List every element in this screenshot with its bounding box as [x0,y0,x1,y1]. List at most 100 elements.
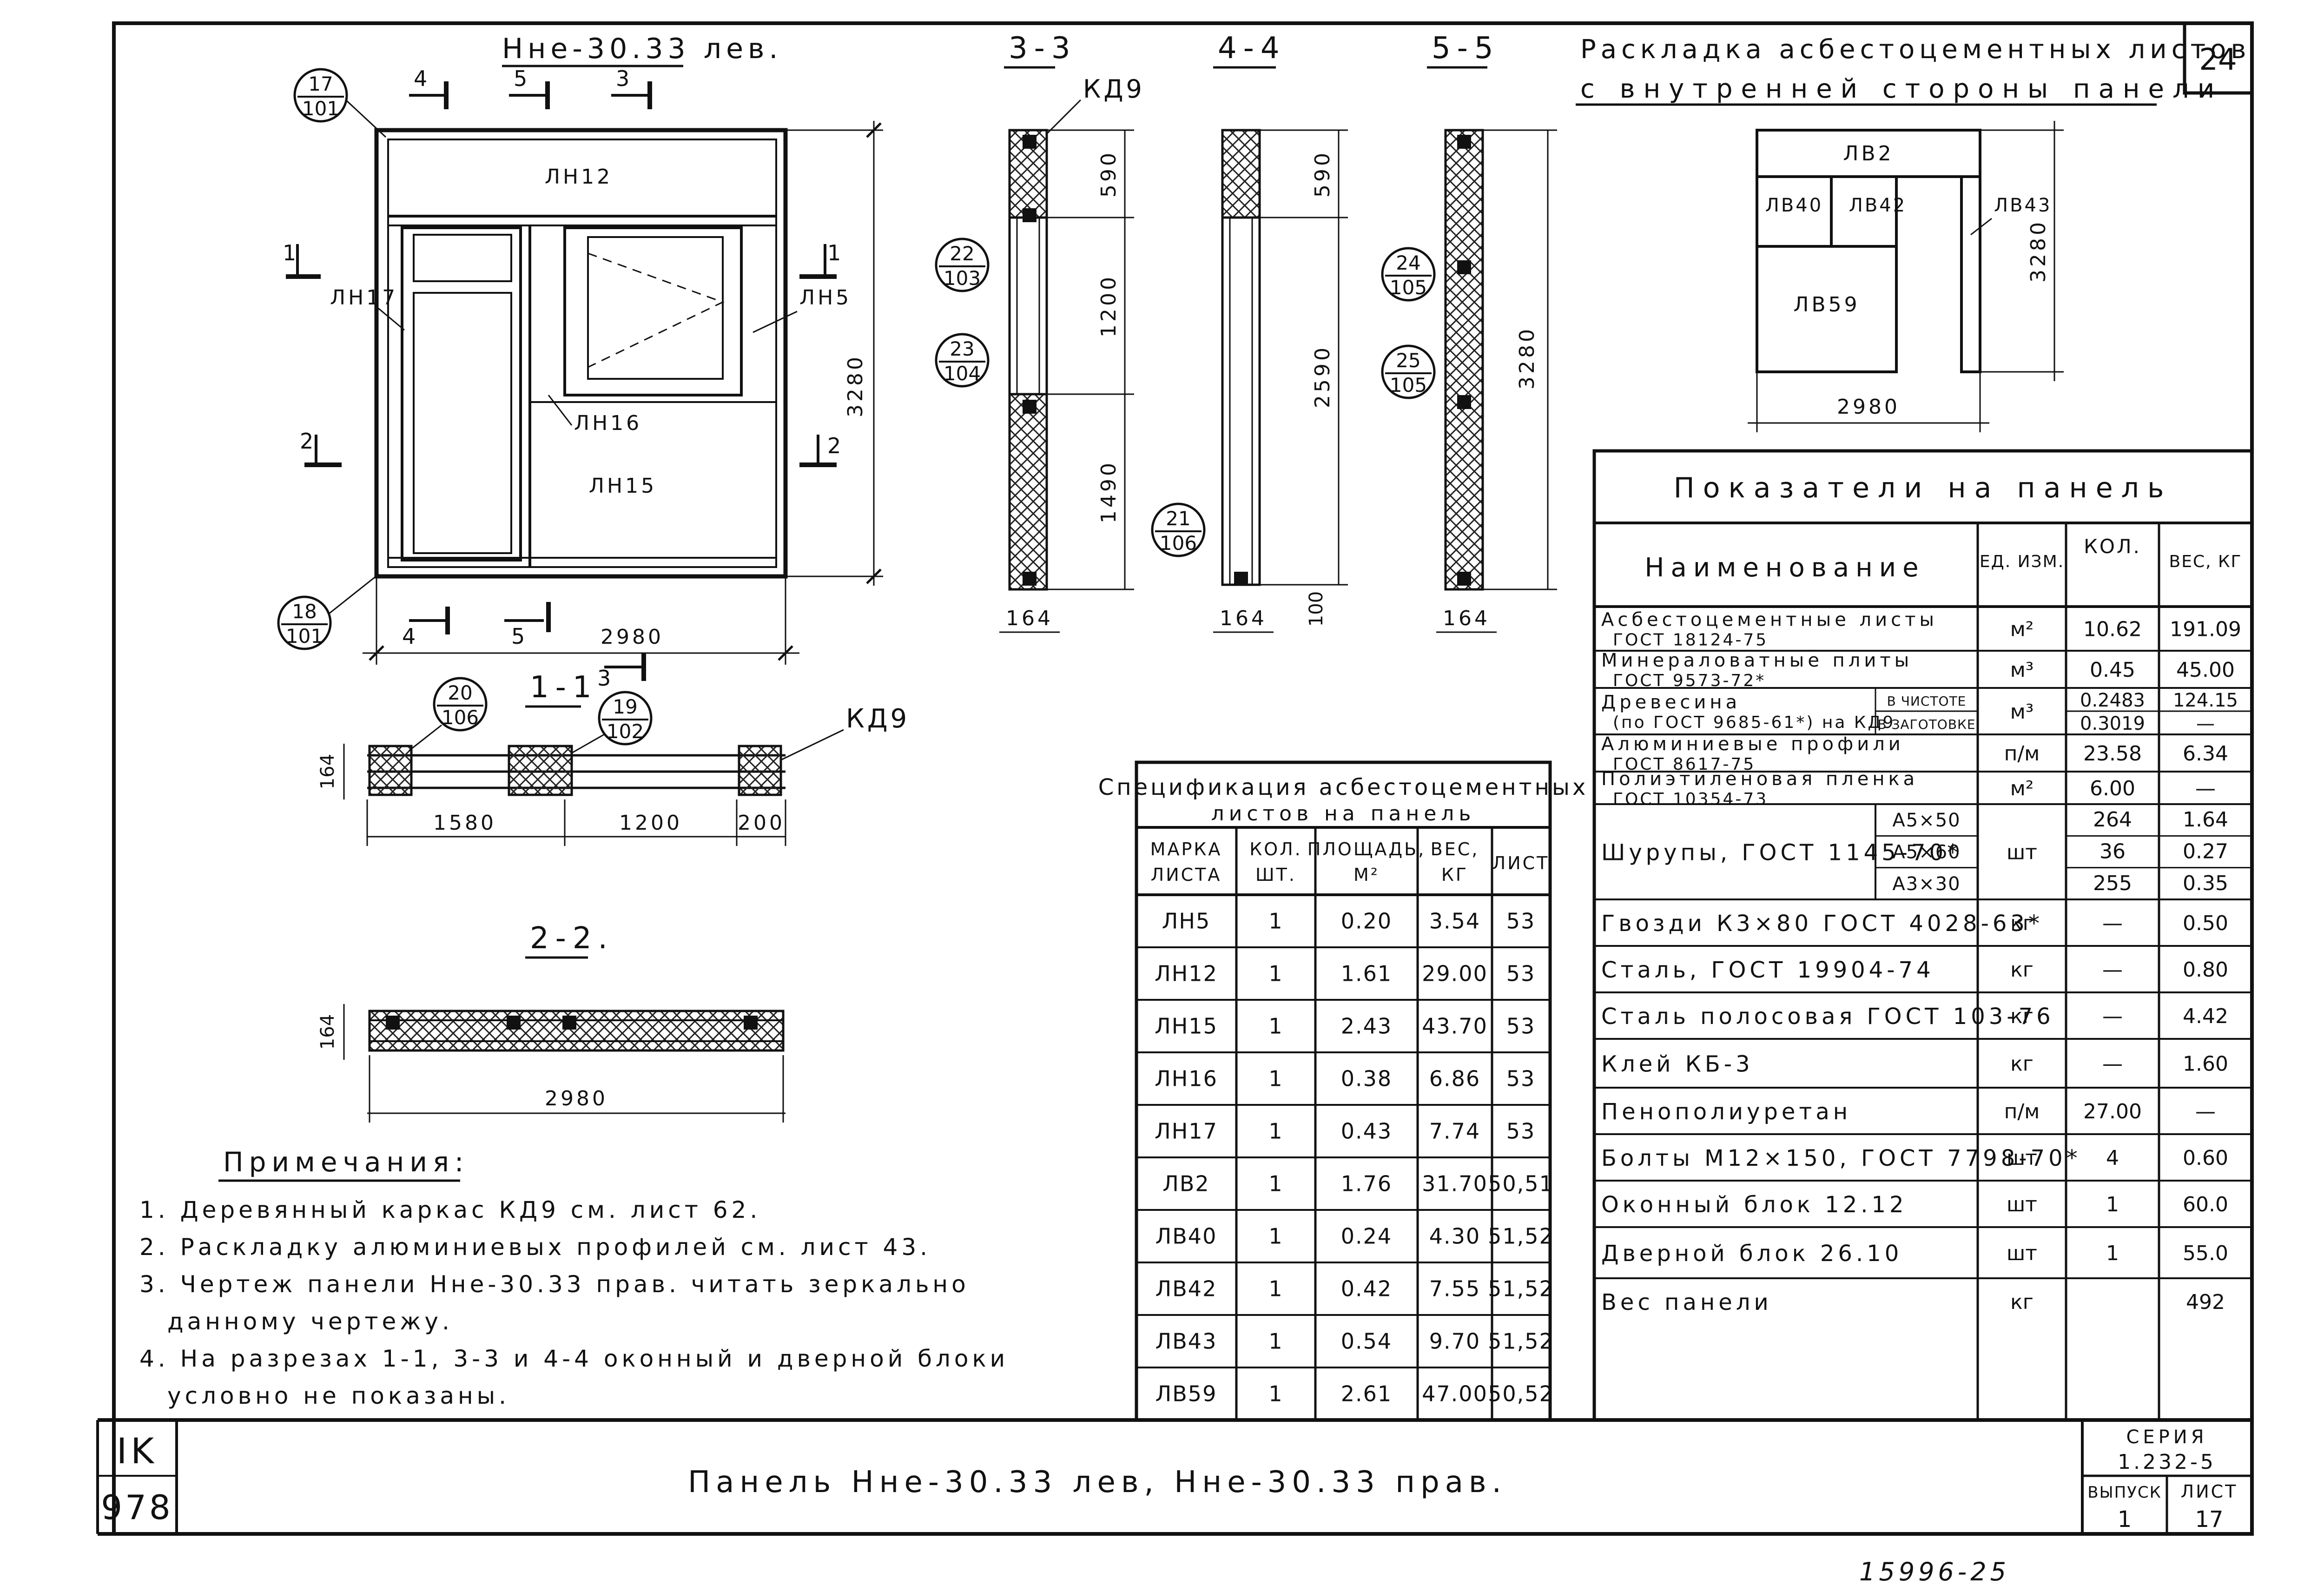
stamp-bottom: 978 [101,1488,173,1527]
ind-qty: — [2102,958,2123,982]
callout-17-101: 17 101 [293,68,387,138]
svg-text:103: 103 [944,267,981,290]
ind-sub-qty: 36 [2100,840,2126,864]
ind-weight: 492 [2186,1290,2225,1314]
ind-qty: 27.00 [2083,1100,2142,1123]
ind-name: Полиэтиленовая пленка [1601,768,1918,790]
spec-cell: 53 [1506,909,1536,934]
ind-sub-weight: 1.64 [2183,808,2228,832]
ind-sub-size: А5×50 [1892,810,1961,831]
ind-qty: 0.2483 [2080,690,2145,711]
svg-text:2: 2 [827,433,841,458]
spec-cell: 6.86 [1429,1066,1480,1091]
section-4-4-title: 4-4 [1218,31,1286,66]
svg-text:21: 21 [1166,507,1190,530]
ind-qty: — [2102,1004,2123,1028]
svg-text:101: 101 [286,625,323,647]
ind-name: Асбестоцементные листы [1601,609,1938,631]
spec-cell: 9.70 [1429,1329,1480,1354]
spec-cell: 0.38 [1341,1066,1392,1091]
svg-text:3280: 3280 [844,354,867,417]
svg-text:590: 590 [1097,150,1121,198]
ind-name: Древесина [1601,692,1741,713]
svg-text:1200: 1200 [1097,274,1121,337]
spec-cell: 53 [1506,1066,1536,1091]
spec-cell: 1 [1268,1014,1283,1039]
spec-cell: 3.54 [1429,909,1480,934]
spec-cell: 1.76 [1341,1171,1392,1196]
ind-name: Пенополиуретан [1601,1099,1851,1125]
svg-text:ЛИСТ: ЛИСТ [1492,853,1550,873]
ind-unit: шт [2007,1193,2037,1216]
spec-cell: 51,52 [1488,1276,1554,1301]
section-2-2-title: 2-2. [530,921,614,956]
ind-sub-size: А5×60 [1892,842,1961,863]
spec-cell: 4.30 [1429,1224,1480,1249]
ind-qty: 10.62 [2083,618,2142,641]
section-marks: 4 5 3 1 1 2 2 4 5 [283,66,841,649]
svg-text:1490: 1490 [1097,460,1121,523]
ind-header-unit: ЕД. ИЗМ. [1980,552,2064,571]
svg-text:3280: 3280 [1515,326,1539,390]
ind-unit: кг [2010,1004,2034,1028]
svg-text:24: 24 [1396,251,1420,274]
indicators-table: Показатели на панель Наименование ЕД. ИЗ… [1592,449,2254,1422]
spec-cell: 0.54 [1341,1329,1392,1354]
spec-cell: 1 [1268,1171,1283,1196]
ind-sub-label: В ЧИСТОТЕ [1887,694,1967,709]
section-3-3: 3-3 КД9 590 1200 1490 164 22 103 2 [935,31,1142,633]
ind-weight: 55.0 [2183,1242,2228,1265]
note-2: 2. Раскладку алюминиевых профилей см. ли… [139,1234,931,1261]
svg-text:164: 164 [317,1014,338,1050]
spec-cell: ЛН16 [1155,1066,1218,1091]
ind-qty: 1 [2106,1193,2119,1216]
spec-cell: 0.24 [1341,1224,1392,1249]
spec-cell: 1 [1268,1329,1283,1354]
ind-weight: 0.50 [2183,912,2228,935]
svg-text:ЛВ43: ЛВ43 [1994,195,2052,216]
svg-text:2980: 2980 [545,1087,608,1110]
ind-sub-qty: 264 [2093,808,2132,832]
label-ln15: ЛН15 [589,474,657,498]
ind-unit: кг [2010,958,2034,982]
sheet-frame: 24 IK 978 Панель Нне-30.33 лев, Нне-30.3… [96,21,2254,1586]
ind-weight: 4.42 [2183,1004,2228,1028]
svg-text:2: 2 [300,429,313,454]
svg-text:2980: 2980 [1837,395,1900,419]
callout-19-102: 19 102 [571,691,653,754]
ind-unit: м³ [2010,658,2034,682]
ind-qty: 6.00 [2090,777,2135,800]
ind-name: Клей КБ-3 [1601,1051,1754,1077]
svg-text:4: 4 [402,624,416,649]
spec-table: Спецификация асбестоцементных листов на … [1098,760,1585,1422]
ind-name: Дверной блок 26.10 [1601,1241,1902,1267]
handwritten-number: 15996-25 [1859,1557,2010,1586]
svg-text:19: 19 [613,695,637,718]
svg-text:ЛИСТА: ЛИСТА [1151,865,1222,885]
issue-label: ВЫПУСК [2087,1483,2162,1502]
notes: Примечания: 1. Деревянный каркас КД9 см.… [139,1146,1005,1409]
svg-text:105: 105 [1390,374,1427,396]
spec-cell: 1 [1268,1224,1283,1249]
stamp-top: IK [117,1430,158,1472]
spec-cell: 7.55 [1429,1276,1480,1301]
ind-unit: кг [2010,1052,2034,1076]
spec-cell: 53 [1506,1014,1536,1039]
svg-text:164: 164 [1443,607,1490,630]
svg-text:МАРКА: МАРКА [1150,839,1222,859]
svg-text:М²: М² [1353,865,1380,885]
label-ln12: ЛН12 [545,165,613,189]
ind-name: Сталь, ГОСТ 19904-74 [1601,957,1934,983]
corner-sheet-number: 24 [2199,43,2237,77]
section-4-4: 4-4 590 2590 164 100 21 106 [1151,31,1348,633]
svg-text:1200: 1200 [619,811,682,835]
note-3: 3. Чертеж панели Нне-30.33 прав. читать … [139,1271,970,1298]
callout-18-101: 18 101 [277,573,379,650]
svg-text:1580: 1580 [433,811,496,835]
note-1: 1. Деревянный каркас КД9 см. лист 62. [139,1196,761,1223]
series-label: СЕРИЯ [2126,1427,2207,1448]
spec-cell: ЛН17 [1155,1119,1218,1144]
